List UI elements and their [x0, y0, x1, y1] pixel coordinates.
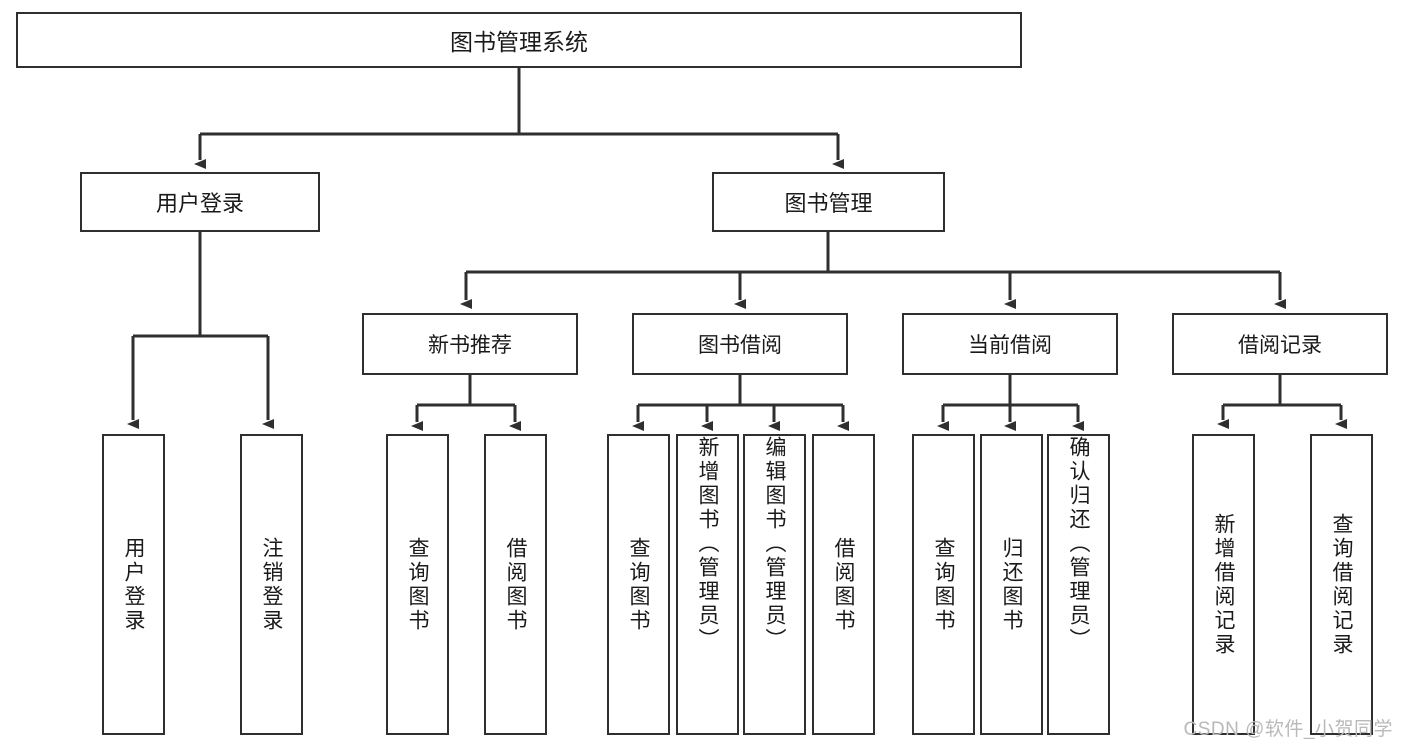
- node-label: 当前借阅: [968, 334, 1052, 357]
- leaf-label: 确认归还（管理员）: [1067, 436, 1090, 652]
- leaf-label: 注销登录: [260, 536, 283, 633]
- leaf-label: 查询借阅记录: [1330, 512, 1353, 657]
- leaf-current-confirm-return-admin[interactable]: 确认归还（管理员）: [1047, 434, 1110, 735]
- node-book-management[interactable]: 图书管理: [712, 172, 945, 232]
- node-book-borrow[interactable]: 图书借阅: [632, 313, 848, 375]
- leaf-label: 编辑图书（管理员）: [763, 436, 786, 652]
- leaf-borrow-edit-book-admin[interactable]: 编辑图书（管理员）: [743, 434, 806, 735]
- node-label: 图书借阅: [698, 334, 782, 357]
- leaf-borrow-query-book[interactable]: 查询图书: [607, 434, 670, 735]
- watermark-credit: CSDN @软件_小贺同学: [1183, 719, 1393, 740]
- leaf-label: 新增图书（管理员）: [696, 436, 719, 652]
- leaf-label: 查询图书: [627, 536, 650, 633]
- leaf-borrow-add-book-admin[interactable]: 新增图书（管理员）: [676, 434, 739, 735]
- leaf-user-login-logout[interactable]: 注销登录: [240, 434, 303, 735]
- node-user-login[interactable]: 用户登录: [80, 172, 320, 232]
- node-label: 图书管理系统: [450, 29, 588, 55]
- node-label: 图书管理: [784, 191, 873, 216]
- node-label: 借阅记录: [1238, 334, 1322, 357]
- leaf-label: 借阅图书: [504, 536, 527, 633]
- node-label: 用户登录: [155, 191, 244, 216]
- leaf-recommend-borrow-book[interactable]: 借阅图书: [484, 434, 547, 735]
- leaf-record-query-record[interactable]: 查询借阅记录: [1310, 434, 1373, 735]
- node-current-borrow[interactable]: 当前借阅: [902, 313, 1118, 375]
- node-new-book-recommend[interactable]: 新书推荐: [362, 313, 578, 375]
- leaf-user-login-login[interactable]: 用户登录: [102, 434, 165, 735]
- leaf-label: 新增借阅记录: [1212, 512, 1235, 657]
- leaf-recommend-query-book[interactable]: 查询图书: [386, 434, 449, 735]
- leaf-label: 查询图书: [932, 536, 955, 633]
- node-label: 新书推荐: [428, 334, 512, 357]
- leaf-label: 借阅图书: [832, 536, 855, 633]
- leaf-current-query-book[interactable]: 查询图书: [912, 434, 975, 735]
- node-borrow-record[interactable]: 借阅记录: [1172, 313, 1388, 375]
- leaf-label: 查询图书: [406, 536, 429, 633]
- leaf-current-return-book[interactable]: 归还图书: [980, 434, 1043, 735]
- leaf-record-add-record[interactable]: 新增借阅记录: [1192, 434, 1255, 735]
- leaf-label: 归还图书: [1000, 536, 1023, 633]
- leaf-borrow-borrow-book[interactable]: 借阅图书: [812, 434, 875, 735]
- node-root-system[interactable]: 图书管理系统: [16, 12, 1022, 68]
- leaf-label: 用户登录: [122, 536, 145, 633]
